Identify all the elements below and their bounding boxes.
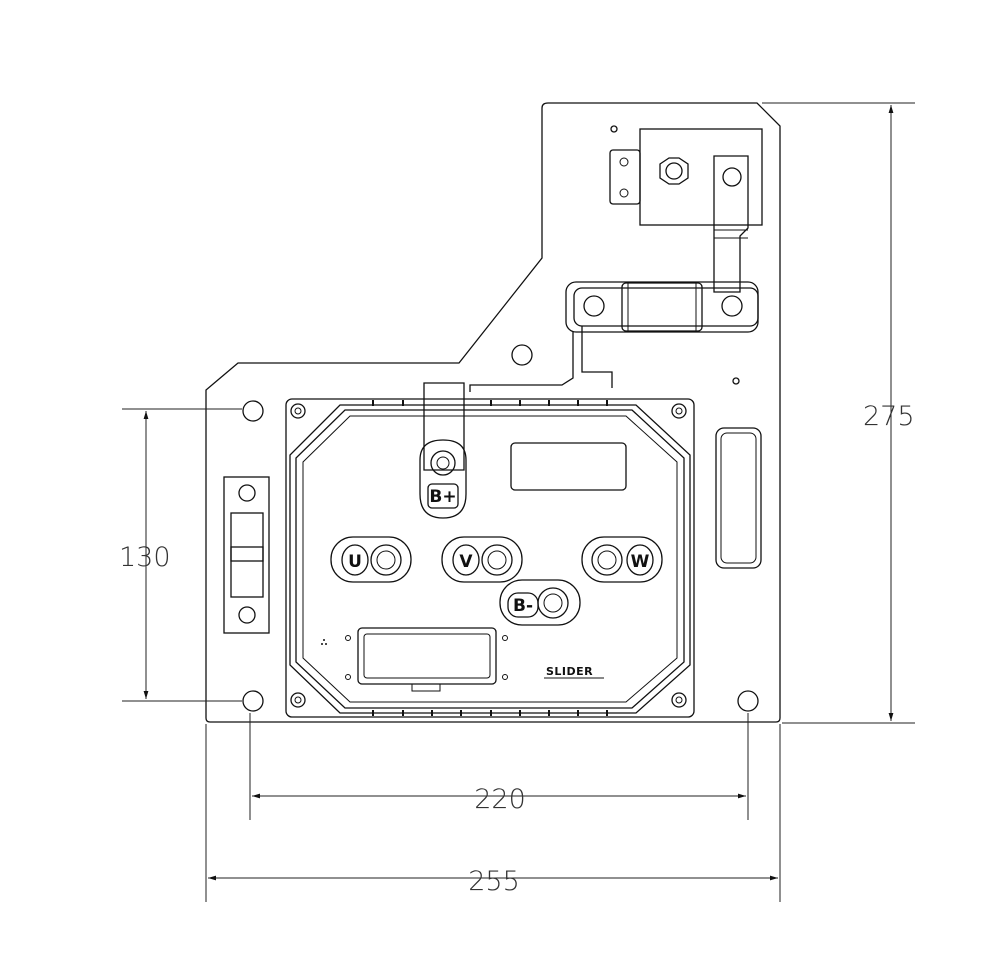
terminal-b-minus-label: B- (513, 596, 533, 616)
motor-controller (285, 398, 695, 718)
dimension-mount-width: 220 (249, 713, 749, 820)
terminal-v: V (441, 536, 523, 583)
terminal-b-plus-label: B+ (429, 487, 456, 507)
controller-corner-screws (290, 403, 687, 708)
terminal-w-label: W (631, 552, 650, 572)
terminal-b-minus: B- (499, 579, 581, 626)
terminal-w: W (581, 536, 663, 583)
terminal-b-plus: B+ (419, 382, 467, 519)
contactor-assembly (469, 128, 763, 392)
signal-connector (321, 627, 508, 692)
dimension-height-total: 275 (762, 102, 915, 724)
dimension-width-total-label: 255 (468, 866, 520, 897)
mounting-holes (242, 125, 759, 712)
brand-logo-text: SLIDER (546, 665, 593, 678)
base-plate (205, 102, 781, 723)
dimension-height-total-label: 275 (863, 401, 915, 432)
slot-cutout (715, 427, 762, 569)
dimension-mount-width-label: 220 (474, 784, 526, 815)
terminal-u-label: U (348, 552, 362, 572)
fuse-holder (223, 476, 270, 634)
dimension-width-total: 255 (205, 724, 781, 902)
brand-logo: SLIDER (544, 665, 604, 679)
terminal-u: U (330, 536, 412, 583)
dimension-mount-height: 130 (119, 408, 242, 702)
dimension-mount-height-label: 130 (119, 542, 171, 573)
label-area (510, 442, 627, 491)
controller-fin-marks (372, 400, 608, 716)
terminal-v-label: V (459, 552, 473, 572)
